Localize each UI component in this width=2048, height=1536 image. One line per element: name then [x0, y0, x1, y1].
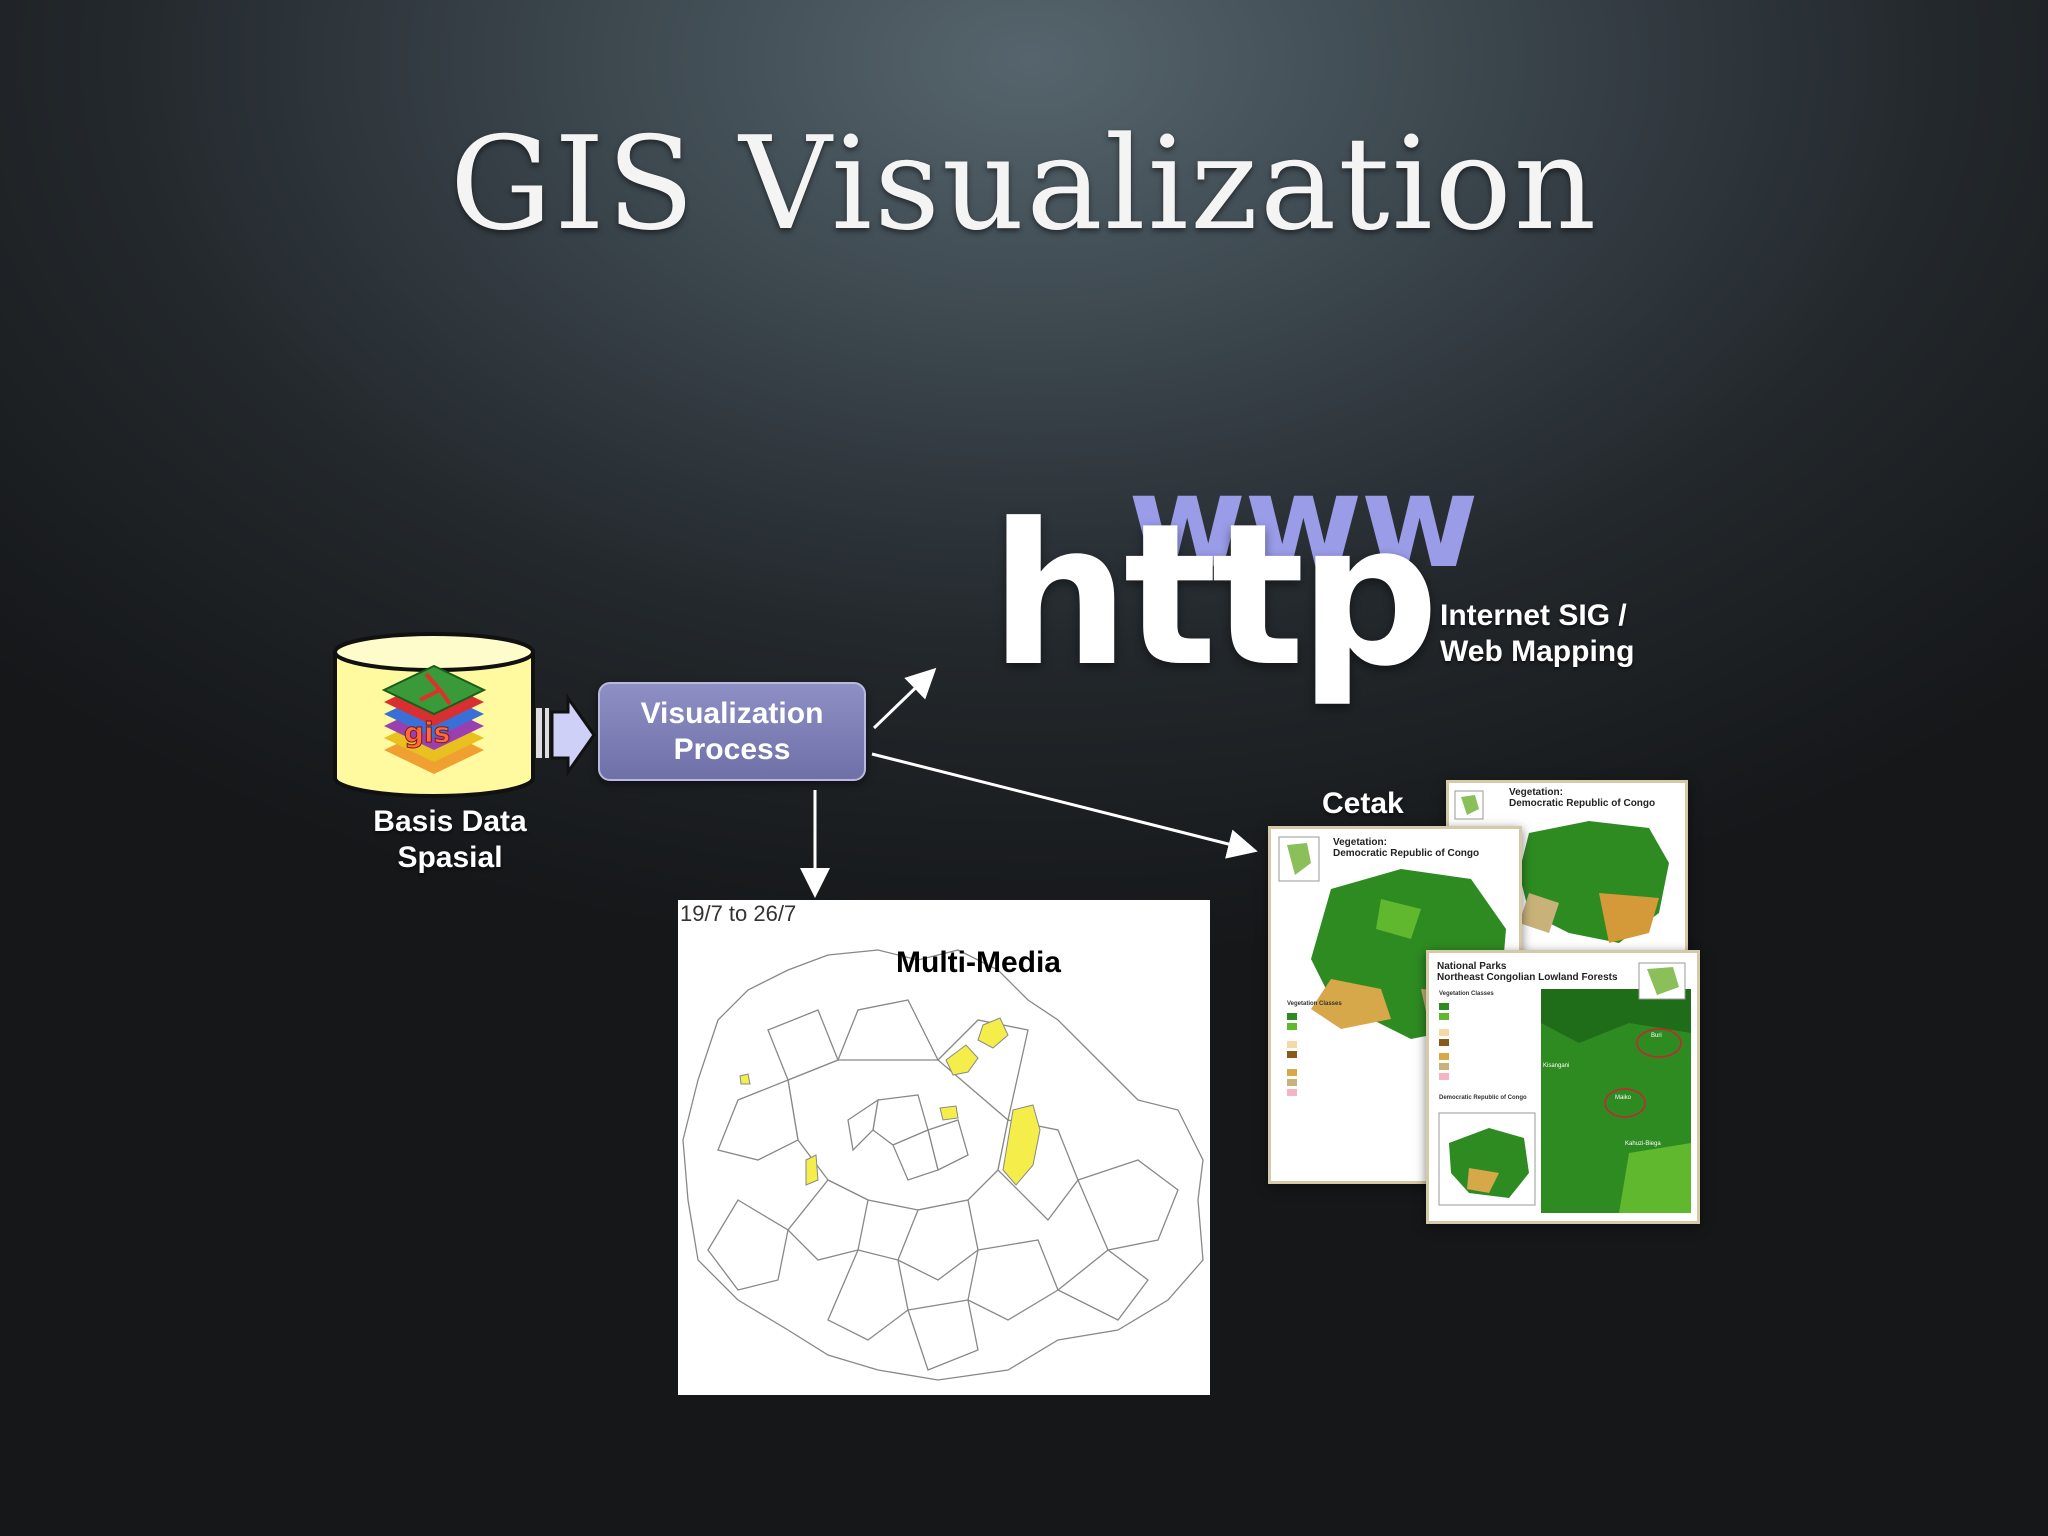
park-label-buri: Buri	[1651, 1033, 1662, 1039]
card2-title: Vegetation: Democratic Republic of Congo	[1333, 837, 1480, 859]
legend-swatches	[1287, 1013, 1297, 1096]
card3-legend-title: Vegetation Classes	[1439, 991, 1494, 997]
gis-layers-logo: gis	[381, 664, 487, 774]
database-label: Basis Data Spasial	[373, 805, 527, 874]
multimedia-label: Multi-Media	[896, 946, 1061, 979]
park-label-kahuzi: Kahuzi-Biega	[1625, 1141, 1661, 1147]
card2-legend-title: Vegetation Classes	[1287, 1001, 1342, 1007]
print-map-card-3: National Parks Northeast Congolian Lowla…	[1426, 950, 1700, 1224]
print-map-card-1: Vegetation: Democratic Republic of Congo	[1446, 780, 1688, 962]
slide-title: GIS Visualization	[449, 110, 1599, 259]
congo-map	[1454, 790, 1669, 943]
district-map	[682, 949, 1204, 1381]
multimedia-date-range: 19/7 to 26/7	[680, 901, 797, 926]
svg-text:gis: gis	[404, 716, 450, 749]
card3-legend-sub: Democratic Republic of Congo	[1439, 1095, 1527, 1101]
www-text: www	[1128, 448, 1479, 597]
national-parks-map	[1438, 962, 1691, 1213]
card3-title: National Parks Northeast Congolian Lowla…	[1437, 961, 1618, 983]
block-arrow-icon	[536, 693, 596, 777]
multimedia-map-panel	[678, 900, 1210, 1395]
visualization-process-box: Visualization Process	[598, 682, 866, 781]
arrow-to-web	[872, 667, 937, 730]
park-label-maiko: Maiko	[1615, 1095, 1632, 1101]
print-label: Cetak	[1322, 787, 1404, 820]
database-cylinder-icon: gis	[333, 632, 535, 798]
place-label-kisangani: Kisangani	[1543, 1063, 1570, 1069]
http-text: http	[990, 482, 1439, 710]
web-mapping-label: Internet SIG / Web Mapping	[1440, 599, 1635, 668]
arrow-to-print	[871, 752, 1258, 859]
card1-title: Vegetation: Democratic Republic of Congo	[1509, 787, 1656, 809]
legend-swatches	[1439, 1003, 1449, 1080]
